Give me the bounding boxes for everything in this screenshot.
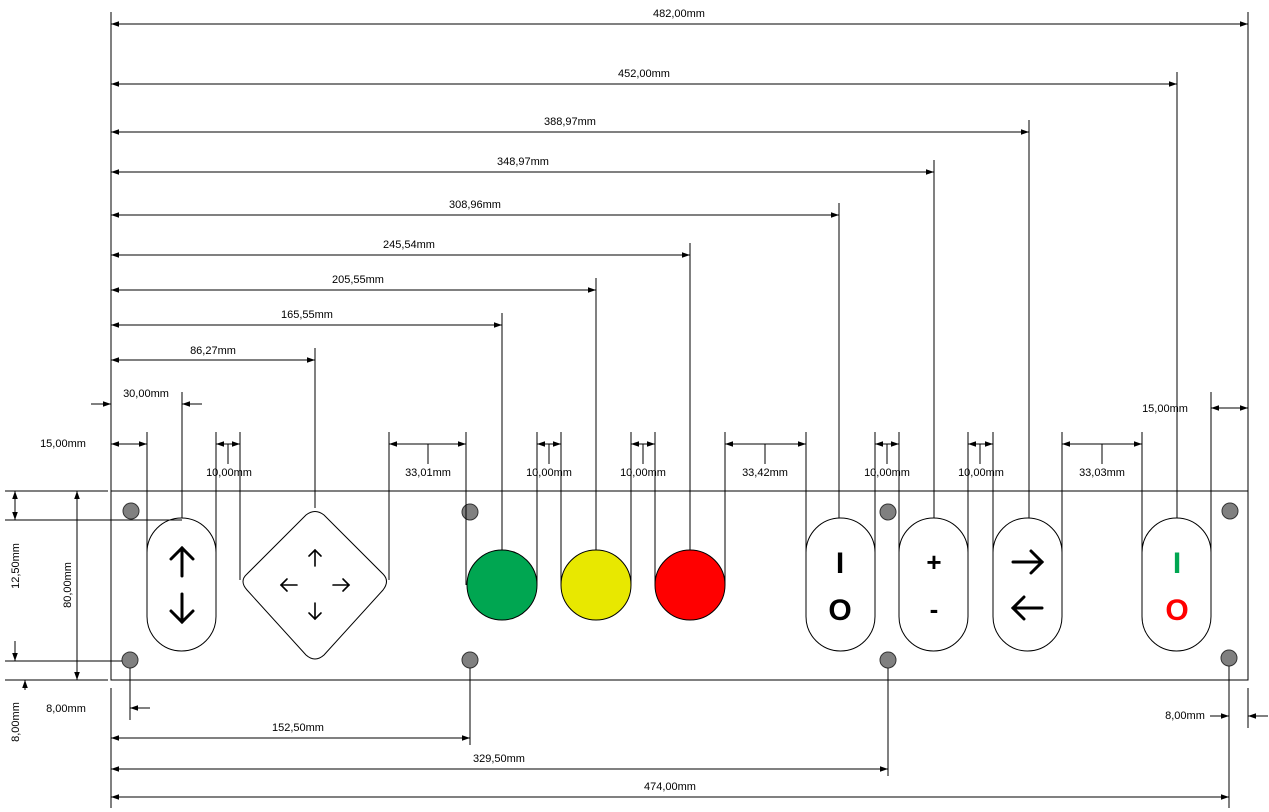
dim-gap-33-e: 33,42mm bbox=[742, 467, 788, 479]
green-indicator-lamp bbox=[466, 549, 538, 621]
dim-308: 308,96mm bbox=[449, 199, 501, 211]
power-off-symbol: O bbox=[1165, 594, 1188, 627]
mounting-holes bbox=[121, 502, 1239, 669]
dim-hole-left: 8,00mm bbox=[46, 703, 86, 715]
dim-gap-10-f: 10,00mm bbox=[864, 467, 910, 479]
mounting-hole bbox=[461, 503, 479, 521]
off-symbol: O bbox=[828, 594, 851, 627]
arrow-up-icon bbox=[169, 545, 195, 578]
left-right-button[interactable] bbox=[992, 517, 1063, 652]
dim-165: 165,55mm bbox=[281, 309, 333, 321]
mounting-hole bbox=[122, 502, 140, 520]
dim-hole-329: 329,50mm bbox=[473, 753, 525, 765]
dim-hole-152: 152,50mm bbox=[272, 722, 324, 734]
mounting-hole bbox=[121, 651, 139, 669]
dimension-lines bbox=[12, 21, 1268, 800]
dimension-labels: 482,00mm 452,00mm 388,97mm 348,97mm 308,… bbox=[10, 8, 1205, 793]
direction-pad-button[interactable] bbox=[242, 511, 387, 660]
arrow-right-icon bbox=[1011, 549, 1045, 575]
on-off-button[interactable]: I O bbox=[805, 517, 876, 652]
dim-15-right: 15,00mm bbox=[1142, 403, 1188, 415]
arrow-down-icon bbox=[308, 602, 322, 621]
dim-height-bottom: 8,00mm bbox=[10, 702, 22, 742]
mounting-hole bbox=[879, 503, 897, 521]
dim-height-top: 12,50mm bbox=[10, 543, 22, 589]
mounting-hole bbox=[1220, 649, 1238, 667]
arrow-down-icon bbox=[169, 592, 195, 625]
dim-205: 205,55mm bbox=[332, 274, 384, 286]
up-down-button[interactable] bbox=[146, 517, 217, 652]
power-button[interactable]: I O bbox=[1141, 517, 1212, 652]
arrow-right-icon bbox=[332, 578, 351, 592]
arrow-left-icon bbox=[279, 578, 298, 592]
dim-gap-10-c: 10,00mm bbox=[526, 467, 572, 479]
on-symbol: I bbox=[836, 547, 844, 580]
dim-gap-10-a: 10,00mm bbox=[206, 467, 252, 479]
dim-15-left: 15,00mm bbox=[40, 438, 86, 450]
yellow-indicator-lamp bbox=[560, 549, 632, 621]
dim-gap-33-h: 33,03mm bbox=[1079, 467, 1125, 479]
dim-height-total: 80,00mm bbox=[62, 562, 74, 608]
minus-symbol: - bbox=[930, 594, 939, 624]
dim-gap-10-d: 10,00mm bbox=[620, 467, 666, 479]
mounting-hole bbox=[879, 651, 897, 669]
dim-hole-474: 474,00mm bbox=[644, 781, 696, 793]
dim-30: 30,00mm bbox=[123, 388, 169, 400]
dim-total-width: 482,00mm bbox=[653, 8, 705, 20]
dim-86: 86,27mm bbox=[190, 345, 236, 357]
dim-hole-right: 8,00mm bbox=[1165, 710, 1205, 722]
red-indicator-lamp bbox=[654, 549, 726, 621]
extension-lines bbox=[5, 12, 1249, 808]
plus-symbol: + bbox=[926, 547, 941, 577]
dim-348: 348,97mm bbox=[497, 156, 549, 168]
plus-minus-button[interactable]: + - bbox=[898, 517, 969, 652]
power-on-symbol: I bbox=[1173, 547, 1181, 580]
dim-gap-33-b: 33,01mm bbox=[405, 467, 451, 479]
dim-388: 388,97mm bbox=[544, 116, 596, 128]
arrow-left-icon bbox=[1010, 595, 1044, 621]
dim-245: 245,54mm bbox=[383, 239, 435, 251]
mounting-hole bbox=[1221, 502, 1239, 520]
dim-452: 452,00mm bbox=[618, 68, 670, 80]
mounting-hole bbox=[461, 651, 479, 669]
arrow-up-icon bbox=[308, 548, 322, 567]
dim-gap-10-g: 10,00mm bbox=[958, 467, 1004, 479]
